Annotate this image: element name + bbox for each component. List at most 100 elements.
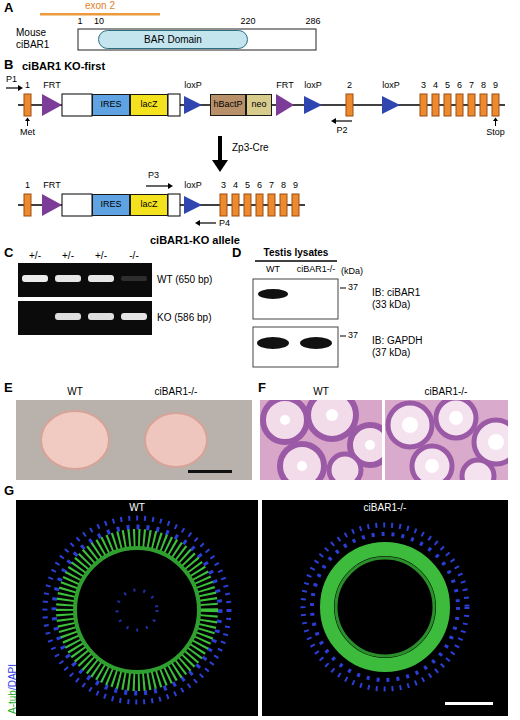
lumen xyxy=(365,440,375,450)
testis xyxy=(145,413,207,467)
lumen xyxy=(280,415,290,425)
site-name: loxP xyxy=(184,180,202,190)
marker-size: 37 xyxy=(348,330,358,340)
exon-box xyxy=(280,194,287,216)
cassette-spacer xyxy=(168,94,180,116)
residue-number: 1 xyxy=(77,16,82,26)
exon-number: 8 xyxy=(481,80,486,90)
cassette-spacer xyxy=(168,194,180,216)
genotype-label: +/- xyxy=(62,250,74,262)
exon-number: 5 xyxy=(445,80,450,90)
primer-arrow xyxy=(146,185,168,186)
panel-letter: F xyxy=(258,381,266,396)
site-arrow xyxy=(493,118,498,122)
exon-number: 4 xyxy=(433,80,438,90)
box-label: lacZ xyxy=(140,200,157,210)
stain-label: A-tub xyxy=(7,690,18,714)
frt-site xyxy=(42,94,62,116)
tubule-group xyxy=(388,400,508,480)
primer-name: P1 xyxy=(6,74,17,84)
scale-bar xyxy=(188,470,232,473)
dapi-nuclei xyxy=(312,534,458,680)
gel-band xyxy=(121,276,147,281)
tubule xyxy=(308,400,356,439)
primer-arrow xyxy=(195,220,200,226)
tubule xyxy=(462,460,494,480)
promoter-box: hBactP xyxy=(210,94,246,116)
lumen xyxy=(488,434,504,450)
genotype-label: ciBAR1-/- xyxy=(155,386,198,398)
tubule xyxy=(388,403,432,447)
exon-number: 6 xyxy=(257,180,262,190)
exon-box xyxy=(346,94,353,116)
exon-box xyxy=(24,194,31,216)
site-name: FRT xyxy=(276,80,293,90)
marker-tick xyxy=(340,336,346,337)
cassette-box: IRES xyxy=(92,94,130,116)
micrograph-ground xyxy=(262,500,508,716)
primer-arrow xyxy=(168,183,173,189)
exon-box xyxy=(468,94,475,116)
primer-arrow xyxy=(6,87,18,88)
panel-letter: C xyxy=(4,246,13,261)
frt-site xyxy=(276,94,294,116)
lumen xyxy=(326,409,338,421)
box-label: IRES xyxy=(100,200,121,210)
exon-number: 4 xyxy=(233,180,238,190)
panel-letter: G xyxy=(4,484,14,499)
exon-number: 1 xyxy=(25,180,30,190)
lumen xyxy=(402,417,418,433)
marker-size: 37 xyxy=(348,282,358,292)
fluorescence-image xyxy=(16,500,508,716)
cassette-box: IRES xyxy=(92,194,130,216)
genotype-label: WT xyxy=(67,386,83,398)
exon-number: 5 xyxy=(245,180,250,190)
tubule xyxy=(474,420,508,464)
site-name: loxP xyxy=(382,80,400,90)
exon-number: 3 xyxy=(221,180,226,190)
domain-box: BAR Domain xyxy=(98,30,248,49)
primer-name: P3 xyxy=(148,170,159,180)
blot-band xyxy=(300,337,332,349)
site-name: FRT xyxy=(43,80,60,90)
cilia-staining xyxy=(75,548,199,672)
gel-band xyxy=(88,313,114,320)
tubule-group xyxy=(263,400,382,480)
blot-band xyxy=(257,337,289,349)
band-label: KO (586 bp) xyxy=(157,312,211,324)
cilia-staining xyxy=(65,538,209,682)
genotype-label: +/- xyxy=(95,250,107,262)
frt-site xyxy=(42,194,62,216)
site-arrow xyxy=(27,121,28,126)
exon-box xyxy=(220,194,227,216)
gel-band xyxy=(55,313,81,320)
primer-name: P4 xyxy=(219,218,230,228)
cilia-staining xyxy=(327,549,443,665)
codon-label: Stop xyxy=(486,127,505,137)
sample-title: Testis lysates xyxy=(264,247,329,259)
box-label: lacZ xyxy=(140,100,157,110)
exon-box xyxy=(24,94,31,116)
cassette-box: neo xyxy=(246,94,272,116)
site-arrow xyxy=(495,121,496,126)
axis-label-group: A-tub/DAPI xyxy=(2,664,20,714)
construct-title: ciBAR1 KO-first xyxy=(22,60,105,73)
unit-label: (kDa) xyxy=(341,266,363,276)
exon-number: 3 xyxy=(421,80,426,90)
genotype-label: ciBAR1-/- xyxy=(297,264,336,274)
primer-arrow xyxy=(200,222,216,223)
genotype-label: WT xyxy=(313,386,329,398)
site-arrow xyxy=(25,118,30,122)
exon-box xyxy=(456,94,463,116)
exon-number: 1 xyxy=(25,80,30,90)
protein-bar xyxy=(78,29,316,50)
gel-lane-area xyxy=(18,301,152,335)
antibody-label: IB: ciBAR1 (33 kDa) xyxy=(372,287,432,310)
residue-number: 286 xyxy=(305,16,320,26)
genotype-label: ciBAR1-/- xyxy=(425,386,468,398)
exon-box xyxy=(256,194,263,216)
cassette-box: lacZ xyxy=(130,194,168,216)
testis-photo xyxy=(16,400,252,480)
